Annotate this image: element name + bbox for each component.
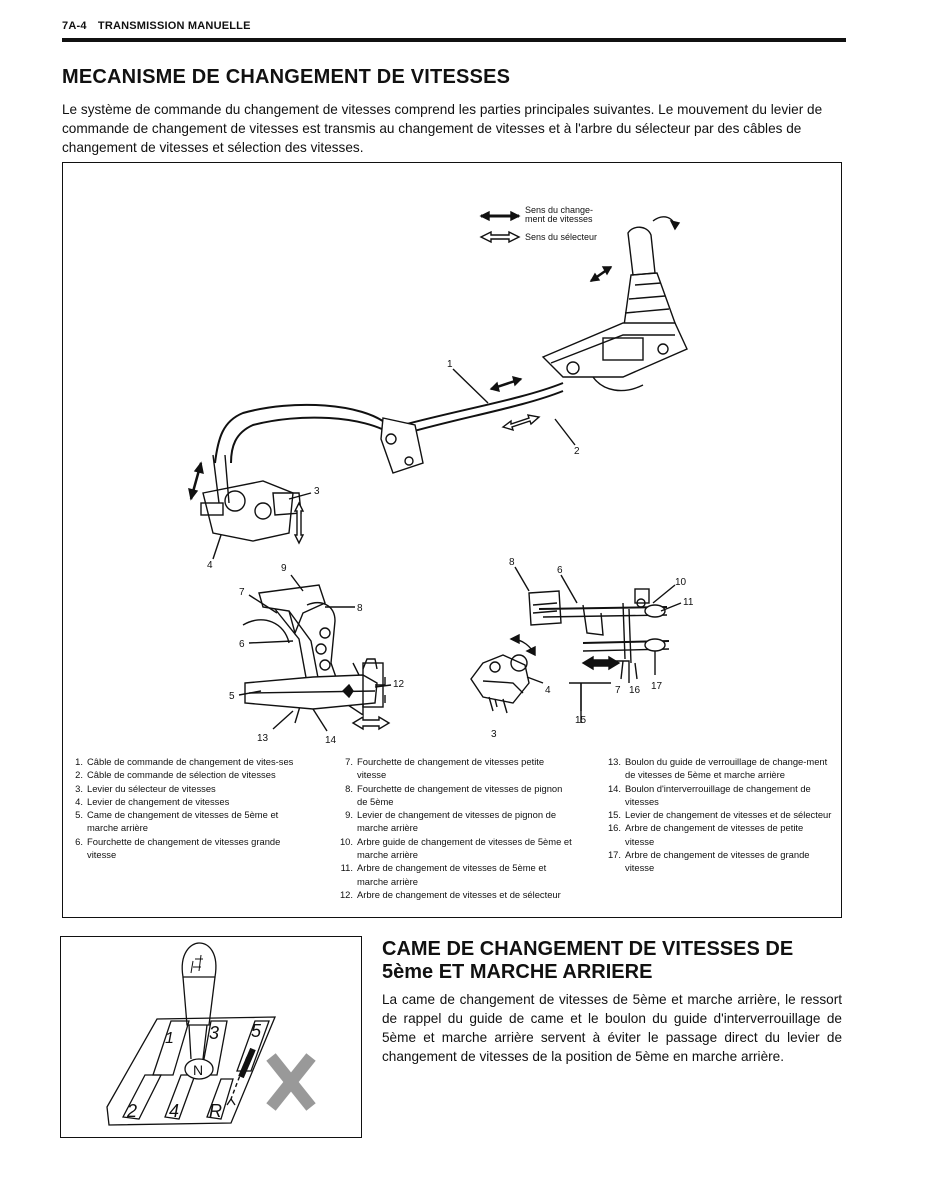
- gate-label: 1: [165, 1030, 174, 1047]
- legend-item: 14.Boulon d'interverrouillage de changem…: [607, 782, 811, 807]
- section-name: TRANSMISSION MANUELLE: [97, 20, 251, 32]
- legend-shift-line2: ment de vitesses: [525, 214, 593, 224]
- callout-label: 11: [683, 597, 694, 608]
- shift-lever-assembly: [541, 216, 688, 392]
- callout-label: 8: [509, 557, 515, 568]
- legend-item: 13.Boulon du guide de verrouillage de ch…: [607, 756, 828, 781]
- legend-item: 7.Fourchette de changement de vitesses p…: [345, 756, 545, 781]
- shift-shaft-assembly: [528, 588, 670, 723]
- section-title: CAME DE CHANGEMENT DE VITESSES DE 5ème E…: [382, 938, 794, 983]
- shift-pattern-figure: 1 3 5 N 2 4 R: [60, 936, 362, 1138]
- legend-shift-line1: Sens du change-: [525, 205, 593, 215]
- legend-item: 17.Arbre de changement de vitesses de gr…: [607, 849, 810, 874]
- parts-legend-column-3: 13.Boulon du guide de verrouillage de ch…: [603, 755, 835, 875]
- callout-label: 9: [281, 563, 287, 574]
- page-header: 7A-4 TRANSMISSION MANUELLE: [62, 20, 846, 32]
- transmission-bracket: [188, 454, 305, 545]
- control-cables: [214, 382, 564, 474]
- callout-label: 12: [393, 679, 405, 690]
- legend-item: 16.Arbre de changement de vitesses de pe…: [607, 822, 804, 847]
- callout-label: 3: [491, 729, 497, 740]
- legend-select: Sens du sélecteur: [525, 232, 597, 242]
- shift-arrow-icon: [489, 265, 613, 392]
- shift-mechanism-figure: Sens du change- ment de vitesses Sens du…: [62, 162, 842, 918]
- callout-label: 13: [257, 733, 269, 744]
- shift-direction-arrow-icon: [479, 210, 521, 222]
- callout-label: 3: [314, 486, 320, 497]
- prohibited-x-icon: [266, 1053, 316, 1111]
- gate-label: N: [193, 1062, 203, 1078]
- legend-item: 10.Arbre guide de changement de vitesses…: [339, 835, 572, 861]
- legend-item: 6.Fourchette de changement de vitesses g…: [75, 835, 281, 861]
- section-title: MECANISME DE CHANGEMENT DE VITESSES: [62, 66, 511, 88]
- gate-label: 3: [209, 1023, 219, 1043]
- selector-lever-assembly: [470, 633, 536, 714]
- legend-item: 9.Levier de changement de vitesses de pi…: [345, 809, 557, 834]
- select-arrow-icon: [501, 414, 541, 432]
- section-paragraph: La came de changement de vitesses de 5èm…: [382, 992, 842, 1064]
- select-direction-arrow-icon: [479, 230, 521, 244]
- shift-pattern-illustration: 1 3 5 N 2 4 R: [106, 942, 316, 1126]
- parts-legend-column-2: 7.Fourchette de changement de vitesses p…: [335, 755, 573, 901]
- legend-item: 11.Arbre de changement de vitesses de 5è…: [340, 862, 547, 887]
- legend-item: 5.Came de changement de vitesses de 5ème…: [75, 809, 279, 834]
- callout-label: 17: [651, 681, 663, 692]
- callout-label: 15: [575, 715, 587, 726]
- shift-mechanism-illustration: Sens du change- ment de vitesses Sens du…: [188, 205, 694, 746]
- legend-item: 3.Levier du sélecteur de vitesses: [75, 782, 216, 794]
- callout-label: 1: [447, 359, 453, 370]
- legend-item: 4.Levier de changement de vitesses: [75, 795, 230, 807]
- legend-item: 15.Levier de changement de vitesses et d…: [607, 809, 832, 821]
- legend-item: 2.Câble de commande de sélection de vite…: [75, 769, 276, 781]
- callout-label: 10: [675, 577, 687, 588]
- parts-legend-column-1: 1.Câble de commande de changement de vit…: [69, 755, 307, 861]
- legend-item: 1.Câble de commande de changement de vit…: [75, 756, 294, 767]
- gate-label: R: [209, 1101, 222, 1121]
- callout-label: 4: [545, 685, 551, 696]
- callout-label: 16: [629, 685, 641, 696]
- header-rule: [62, 38, 846, 42]
- gate-label: 2: [126, 1101, 137, 1121]
- callout-label: 4: [207, 560, 213, 571]
- callout-label: 7: [239, 587, 245, 598]
- intro-paragraph: Le système de commande du changement de …: [62, 102, 823, 155]
- shift-fork-mechanism: [242, 584, 391, 731]
- page-reference: 7A-4: [62, 20, 87, 32]
- callout-label: 6: [239, 639, 245, 650]
- callout-label: 5: [229, 691, 235, 702]
- callout-label: 8: [357, 603, 363, 614]
- callout-label: 6: [557, 565, 563, 576]
- legend-item: 12.Arbre de changement de vitesses et de…: [339, 888, 561, 900]
- gate-label: 4: [169, 1101, 179, 1121]
- callout-label: 14: [325, 735, 337, 746]
- callout-label: 7: [615, 685, 621, 696]
- gate-label: 5: [251, 1021, 262, 1041]
- legend-item: 8.Fourchette de changement de vitesses d…: [345, 782, 563, 807]
- callout-label: 2: [574, 446, 580, 457]
